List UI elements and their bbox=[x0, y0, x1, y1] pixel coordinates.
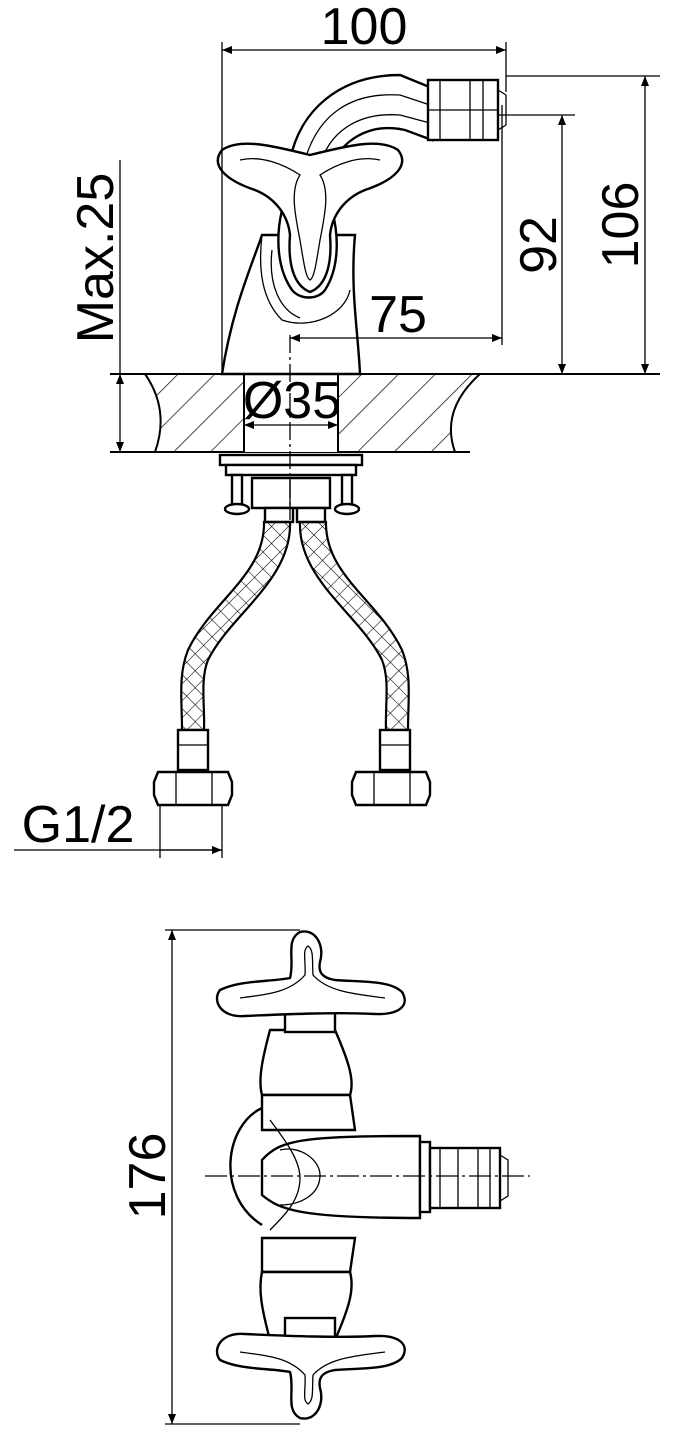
dimension-106: 106 bbox=[506, 75, 660, 374]
dimension-max25: Max.25 bbox=[67, 160, 125, 452]
upper-cone bbox=[259, 1028, 353, 1097]
side-view: 100 106 92 75 Ø35 Max.25 bbox=[14, 0, 660, 858]
dimension-176: 176 bbox=[119, 929, 300, 1425]
plan-base bbox=[229, 1106, 263, 1227]
dimension-thread: G1/2 bbox=[14, 796, 223, 858]
supply-hoses bbox=[152, 520, 432, 807]
plan-aerator bbox=[428, 1146, 509, 1210]
dimension-75: 75 bbox=[290, 105, 503, 345]
dim-diameter-label: Ø35 bbox=[243, 372, 341, 430]
plan-handle-bottom bbox=[215, 1316, 406, 1420]
dimension-100: 100 bbox=[221, 0, 507, 372]
mounting-nut bbox=[218, 453, 364, 524]
dimension-92: 92 bbox=[498, 114, 575, 374]
dim-max25-label: Max.25 bbox=[67, 173, 125, 344]
plan-spout bbox=[260, 1134, 422, 1220]
dim-106-label: 106 bbox=[592, 182, 650, 269]
dim-thread-label: G1/2 bbox=[22, 796, 135, 854]
dim-100-label: 100 bbox=[321, 0, 408, 56]
plan-view: 176 bbox=[119, 929, 530, 1425]
dim-176-label: 176 bbox=[119, 1133, 177, 1220]
countertop-section bbox=[110, 373, 660, 453]
side-handle bbox=[216, 142, 404, 294]
dim-75-label: 75 bbox=[369, 286, 427, 344]
plan-handle-top bbox=[215, 930, 406, 1034]
dim-92-label: 92 bbox=[510, 216, 568, 274]
dimension-diameter: Ø35 bbox=[243, 372, 341, 430]
